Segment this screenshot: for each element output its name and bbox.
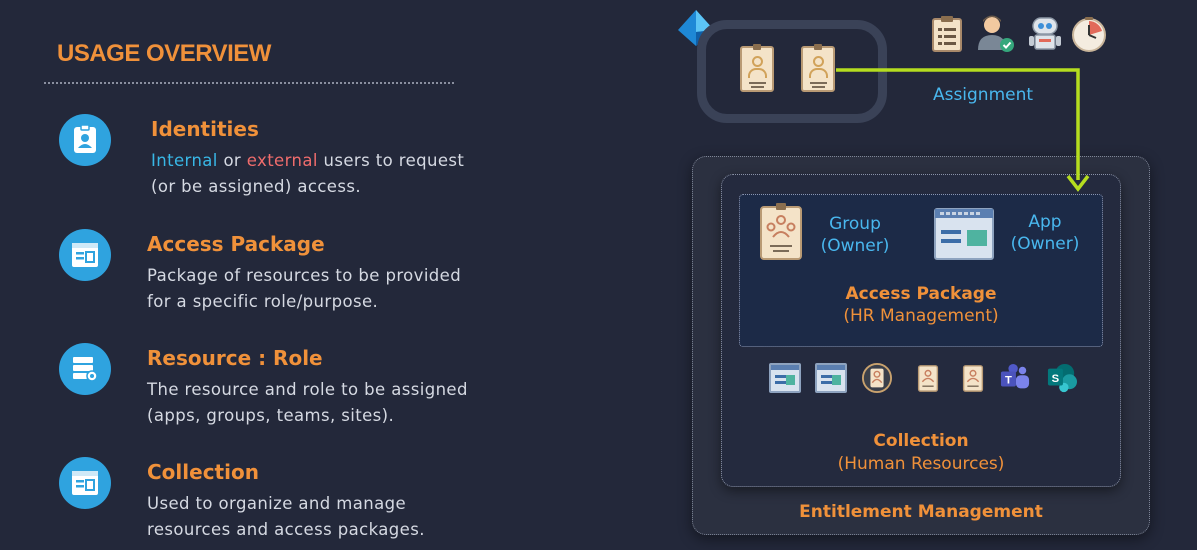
access-package-label: Access Package — [845, 284, 997, 304]
collection-label: Collection — [873, 431, 969, 451]
robot-icon — [1029, 17, 1061, 50]
window-panel-icon — [59, 457, 111, 509]
resource-role-item: Resource : Role The resource and role to… — [0, 343, 520, 433]
clipboard-icon — [932, 16, 962, 52]
entitlement-management-label: Entitlement Management — [799, 502, 1043, 522]
group-owner-label: (Owner) — [820, 236, 890, 256]
svg-text:T: T — [1005, 375, 1012, 387]
access-package-item: Access Package Package of resources to b… — [0, 229, 520, 319]
user-badge-icon — [740, 44, 774, 92]
identities-rest-text: users to request (or be assigned) access… — [151, 151, 465, 196]
or-text: or — [217, 151, 247, 170]
group-badge-icon — [962, 365, 984, 392]
app-owner-label: (Owner) — [1010, 234, 1080, 254]
server-gear-icon — [59, 343, 111, 395]
collection-description: Used to organize and manage resources an… — [147, 494, 425, 539]
dotted-divider — [44, 82, 454, 84]
web-app-icon — [769, 363, 801, 393]
web-app-icon — [934, 208, 994, 260]
app-label: App — [1028, 212, 1062, 232]
web-app-icon — [815, 363, 847, 393]
collection-sub-label: (Human Resources) — [837, 454, 1005, 474]
group-badge-icon — [760, 203, 802, 260]
assignment-label: Assignment — [932, 85, 1034, 105]
svg-text:S: S — [1052, 373, 1060, 385]
user-badge-icon — [801, 44, 835, 92]
access-package-description: Package of resources to be provided for … — [147, 266, 462, 311]
group-badge-icon — [917, 365, 939, 392]
access-package-sub-label: (HR Management) — [843, 306, 999, 326]
resource-role-title: Resource : Role — [147, 346, 323, 370]
sharepoint-icon: S — [1047, 363, 1077, 393]
access-package-title: Access Package — [147, 232, 325, 256]
globe-badge-icon — [862, 363, 892, 393]
user-check-icon — [978, 15, 1014, 52]
external-text: external — [246, 151, 318, 170]
internal-text: Internal — [151, 151, 218, 170]
identities-item: Identities Internal or external users to… — [0, 114, 520, 204]
collection-title: Collection — [147, 460, 259, 484]
window-panel-icon — [59, 229, 111, 281]
teams-icon: T — [1000, 363, 1030, 389]
clock-icon — [1072, 17, 1106, 52]
collection-item: Collection Used to organize and manage r… — [0, 457, 520, 547]
assignment-arrow — [836, 68, 1090, 192]
group-label: Group — [829, 214, 881, 234]
identities-description: Internal or external users to request (o… — [151, 148, 491, 200]
id-badge-icon — [59, 114, 111, 166]
resource-role-description: The resource and role to be assigned (ap… — [147, 380, 468, 425]
usage-overview-heading: USAGE OVERVIEW — [57, 40, 271, 67]
identities-title: Identities — [151, 117, 259, 141]
